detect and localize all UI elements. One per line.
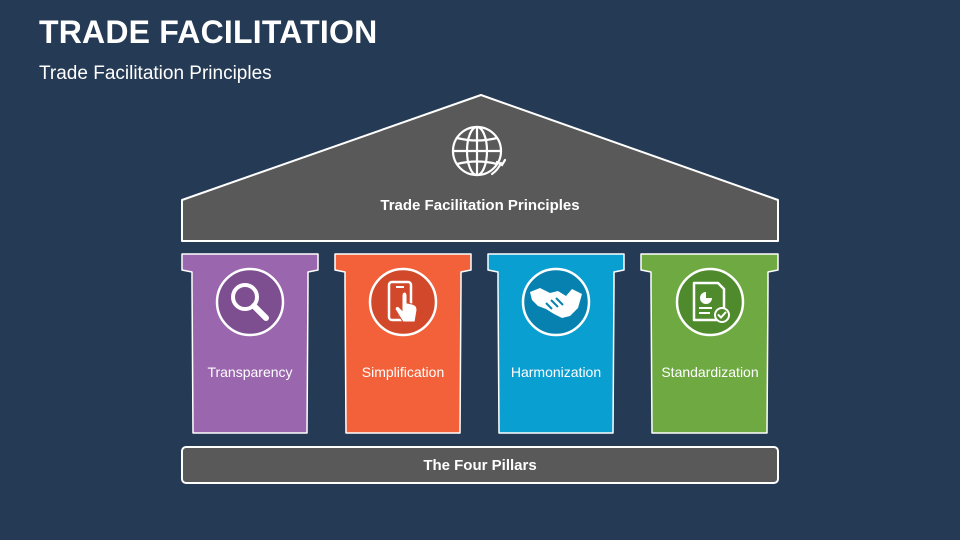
pillar-label: Transparency <box>207 364 292 380</box>
touch-phone-icon <box>387 280 418 323</box>
roof-label: Trade Facilitation Principles <box>380 197 579 214</box>
base: The Four Pillars <box>181 446 779 484</box>
page-subtitle: Trade Facilitation Principles <box>39 63 272 84</box>
base-label: The Four Pillars <box>423 457 536 474</box>
pillar-transparency: Transparency <box>181 253 319 434</box>
pillar-harmonization: Harmonization <box>487 253 625 434</box>
roof: Trade Facilitation Principles <box>181 94 779 242</box>
pillar-label: Standardization <box>661 364 758 380</box>
magnifier-icon <box>231 283 269 321</box>
page-title: TRADE FACILITATION <box>39 14 378 50</box>
pillar-icon-circle <box>215 267 285 337</box>
pillar-label: Simplification <box>362 364 444 380</box>
pillar-label: Harmonization <box>511 364 601 380</box>
handshake-icon <box>530 288 582 318</box>
pillar-simplification: Simplification <box>334 253 472 434</box>
base-shape <box>181 446 779 484</box>
pillar-standardization: Standardization <box>640 253 779 434</box>
roof-shape <box>181 94 779 242</box>
document-check-icon <box>692 281 730 323</box>
globe-refresh-icon <box>451 125 507 177</box>
